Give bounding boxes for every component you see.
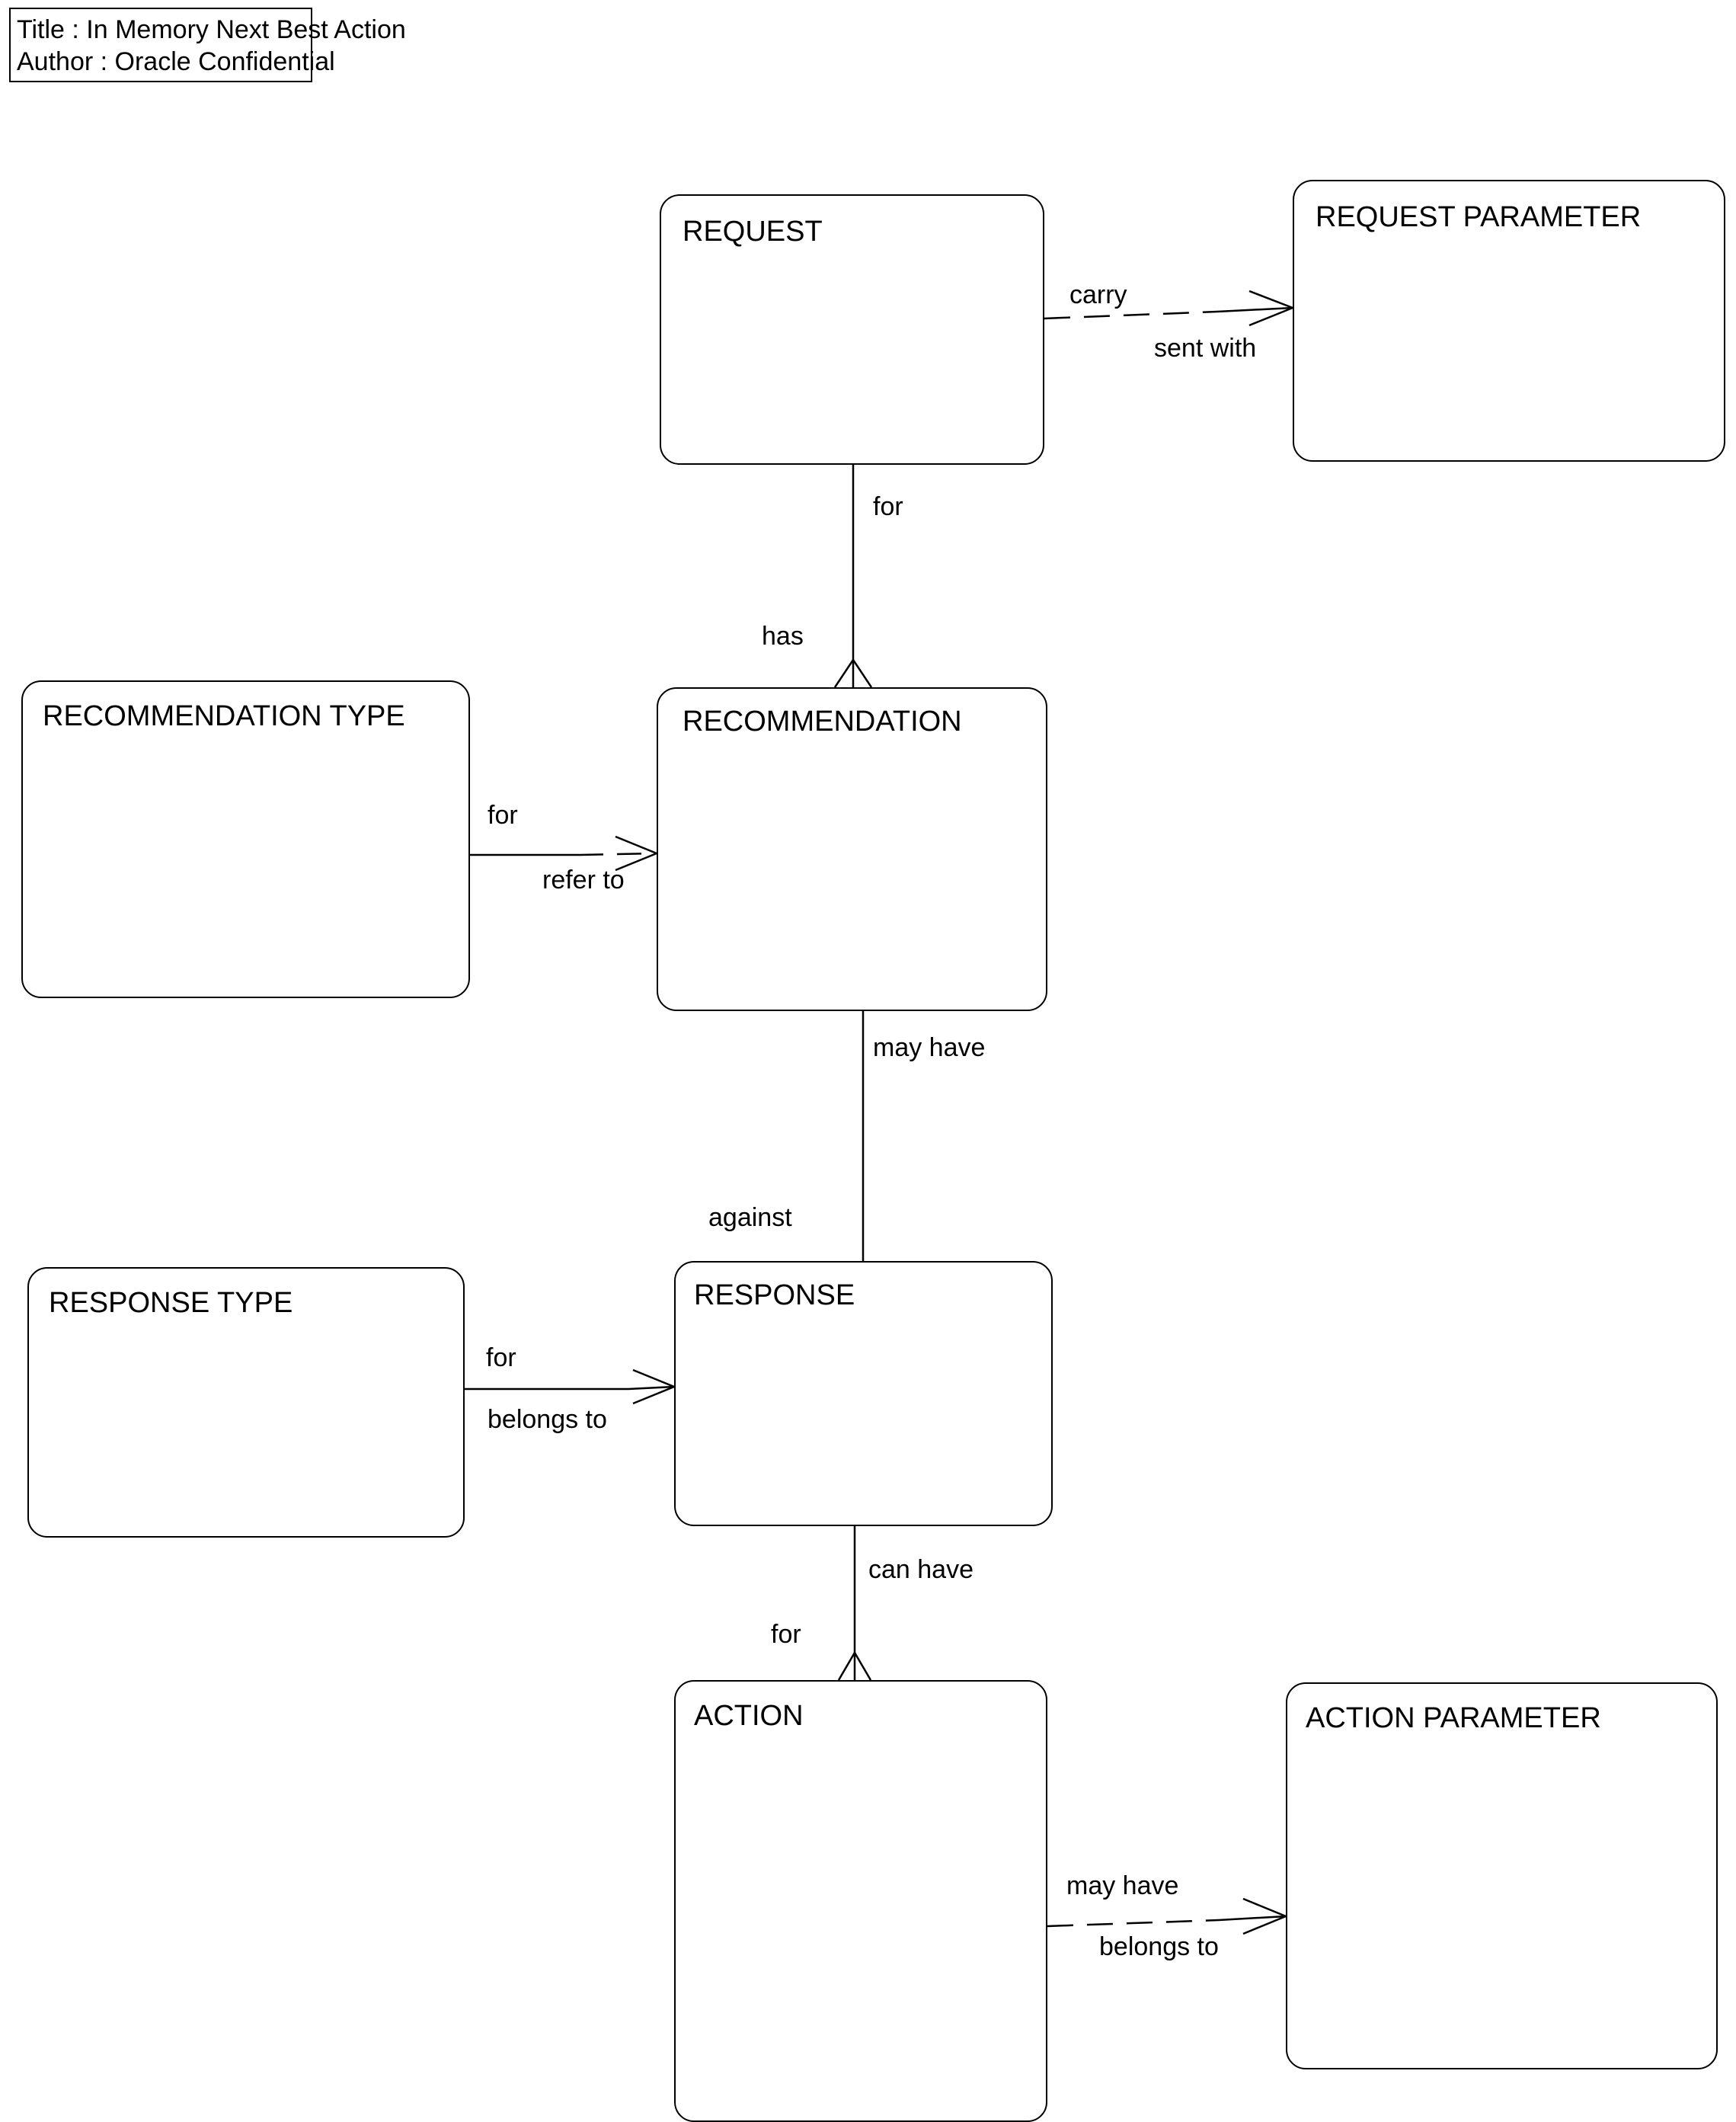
entity-recommendation-type-label: RECOMMENDATION TYPE xyxy=(43,700,405,732)
rel-label-request-recommendation-has: has xyxy=(762,622,804,651)
entity-recommendation[interactable]: RECOMMENDATION xyxy=(657,687,1047,1011)
entity-request-label: REQUEST xyxy=(683,216,823,248)
entity-action[interactable]: ACTION xyxy=(674,1680,1047,2122)
rel-label-recommendation-response-against: against xyxy=(708,1203,792,1232)
rel-label-response-action-for: for xyxy=(771,1620,801,1649)
rel-label-action-parameter-belongs-to: belongs to xyxy=(1099,1932,1219,1961)
title-block: Title : In Memory Next Best Action Autho… xyxy=(9,8,406,82)
rel-label-response-type-belongs-to: belongs to xyxy=(488,1405,607,1434)
connector-action-action-parameter xyxy=(1047,1897,1287,1935)
rel-label-request-parameter-sent-with: sent with xyxy=(1154,334,1257,363)
entity-action-parameter-label: ACTION PARAMETER xyxy=(1306,1702,1601,1734)
entity-response-label: RESPONSE xyxy=(694,1279,855,1311)
rel-label-request-recommendation-for: for xyxy=(873,492,903,521)
entity-recommendation-label: RECOMMENDATION xyxy=(683,706,962,738)
entity-recommendation-type[interactable]: RECOMMENDATION TYPE xyxy=(21,680,470,998)
entity-response-type-label: RESPONSE TYPE xyxy=(49,1287,293,1319)
diagram-author-line: Author : Oracle Confidential xyxy=(17,47,335,76)
diagram-title-line: Title : In Memory Next Best Action xyxy=(17,15,406,44)
rel-label-action-parameter-may-have: may have xyxy=(1066,1871,1179,1900)
rel-label-recommendation-type-refer-to: refer to xyxy=(542,866,625,895)
entity-action-parameter[interactable]: ACTION PARAMETER xyxy=(1286,1682,1718,2069)
rel-label-response-type-for: for xyxy=(486,1343,516,1372)
rel-label-recommendation-type-for: for xyxy=(488,801,518,830)
entity-request[interactable]: REQUEST xyxy=(660,194,1044,465)
entity-response-type[interactable]: RESPONSE TYPE xyxy=(27,1267,465,1538)
entity-action-label: ACTION xyxy=(694,1700,804,1732)
entity-request-parameter-label: REQUEST PARAMETER xyxy=(1316,201,1642,233)
rel-label-response-action-can-have: can have xyxy=(868,1555,974,1584)
connector-response-action xyxy=(837,1526,872,1681)
rel-label-recommendation-response-may-have: may have xyxy=(873,1033,986,1062)
connector-request-recommendation xyxy=(833,465,873,688)
entity-request-parameter[interactable]: REQUEST PARAMETER xyxy=(1293,180,1725,462)
rel-label-request-parameter-carry: carry xyxy=(1069,280,1127,309)
entity-response[interactable]: RESPONSE xyxy=(674,1261,1053,1526)
connector-response-type-response xyxy=(465,1368,675,1405)
